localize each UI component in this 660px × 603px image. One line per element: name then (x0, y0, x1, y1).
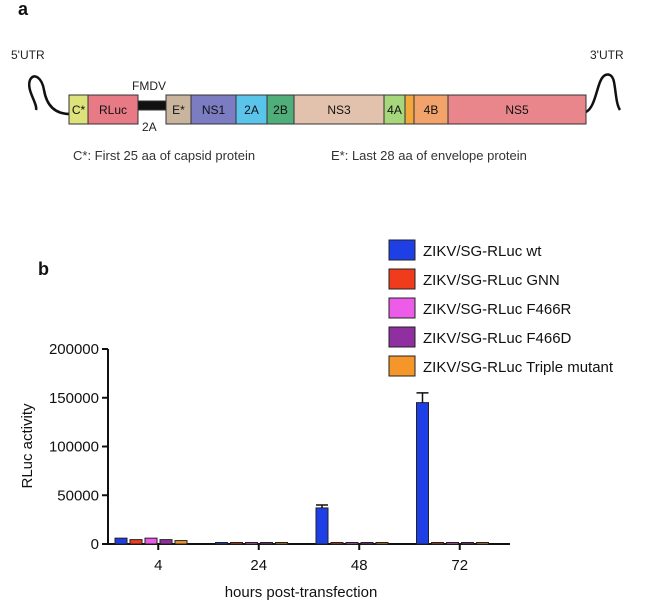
y-tick-label: 100000 (49, 439, 99, 456)
genome-segment (266, 94, 295, 125)
bar (416, 402, 429, 545)
legend-swatch (388, 268, 416, 290)
y-tick-label: 200000 (49, 341, 99, 358)
y-tick-label: 50000 (57, 487, 99, 504)
legend-swatch (388, 297, 416, 319)
bar (275, 542, 288, 545)
bar (215, 542, 228, 545)
bar-chart: 0 50000 100000 150000 200000 4 24 48 72 (49, 341, 510, 574)
genome-segment-label: 2A (244, 103, 259, 117)
bar (260, 542, 273, 545)
bar (446, 542, 459, 545)
x-tick-label: 4 (154, 557, 162, 574)
envelope-note: E*: Last 28 aa of envelope protein (331, 148, 527, 163)
legend-label: ZIKV/SG-RLuc F466D (423, 330, 572, 347)
genome-segment (235, 94, 268, 125)
fmdv-label: FMDV (132, 79, 166, 93)
genome-segment-label: C* (72, 103, 86, 117)
legend-label: ZIKV/SG-RLuc wt (423, 243, 542, 260)
legend-swatch (388, 326, 416, 348)
genome-segment-label: RLuc (99, 103, 127, 117)
legend-label: ZIKV/SG-RLuc GNN (423, 272, 560, 289)
bar (114, 537, 128, 545)
genome-map: C* RLuc E* NS1 2A 2B NS3 4A 4B NS5 (68, 94, 587, 125)
genome-segment (293, 94, 385, 125)
bar (461, 542, 474, 545)
genome-segment-label: NS3 (327, 103, 351, 117)
genome-segment-label: NS1 (202, 103, 226, 117)
y-tick-label: 0 (91, 536, 99, 553)
utr3-label: 3'UTR (590, 48, 624, 62)
x-tick-label: 24 (250, 557, 267, 574)
bar (345, 542, 359, 545)
genome-segment (87, 94, 139, 125)
panel-b-label: b (38, 259, 49, 279)
fmdv-2a-label: 2A (142, 120, 157, 134)
bar (144, 537, 158, 545)
genome-segment (165, 94, 192, 125)
legend-label: ZIKV/SG-RLuc Triple mutant (423, 359, 614, 376)
panel-a-label: a (18, 0, 29, 19)
genome-segment-label: 4A (387, 103, 402, 117)
x-axis-label: hours post-transfection (225, 584, 378, 601)
legend-label: ZIKV/SG-RLuc F466R (423, 301, 572, 318)
bar (230, 542, 243, 545)
bar (431, 542, 444, 545)
utr5-loop (27, 75, 71, 116)
x-tick-label: 72 (451, 557, 468, 574)
legend-swatch (388, 355, 416, 377)
x-tick-label: 48 (351, 557, 368, 574)
chart-legend: ZIKV/SG-RLuc wt ZIKV/SG-RLuc GNN ZIKV/SG-R… (388, 239, 614, 377)
y-axis-label: RLuc activity (19, 403, 36, 489)
genome-segment-label: E* (172, 103, 185, 117)
y-tick-label: 150000 (49, 390, 99, 407)
genome-segment (137, 100, 167, 111)
genome-segment-label: 4B (424, 103, 439, 117)
bar (360, 542, 374, 545)
bar (174, 540, 188, 545)
bar (159, 539, 173, 545)
genome-segment (447, 94, 587, 125)
legend-swatch (388, 239, 416, 261)
bar (315, 507, 329, 545)
bar (330, 542, 344, 545)
genome-segment (404, 94, 415, 125)
utr5-label: 5'UTR (11, 48, 45, 62)
bar (476, 542, 489, 545)
bar (129, 539, 143, 545)
bar (375, 542, 389, 545)
genome-segment-label: NS5 (505, 103, 529, 117)
capsid-note: C*: First 25 aa of capsid protein (73, 148, 255, 163)
bar (245, 542, 258, 545)
utr3-loop (585, 73, 622, 114)
genome-segment-label: 2B (273, 103, 288, 117)
